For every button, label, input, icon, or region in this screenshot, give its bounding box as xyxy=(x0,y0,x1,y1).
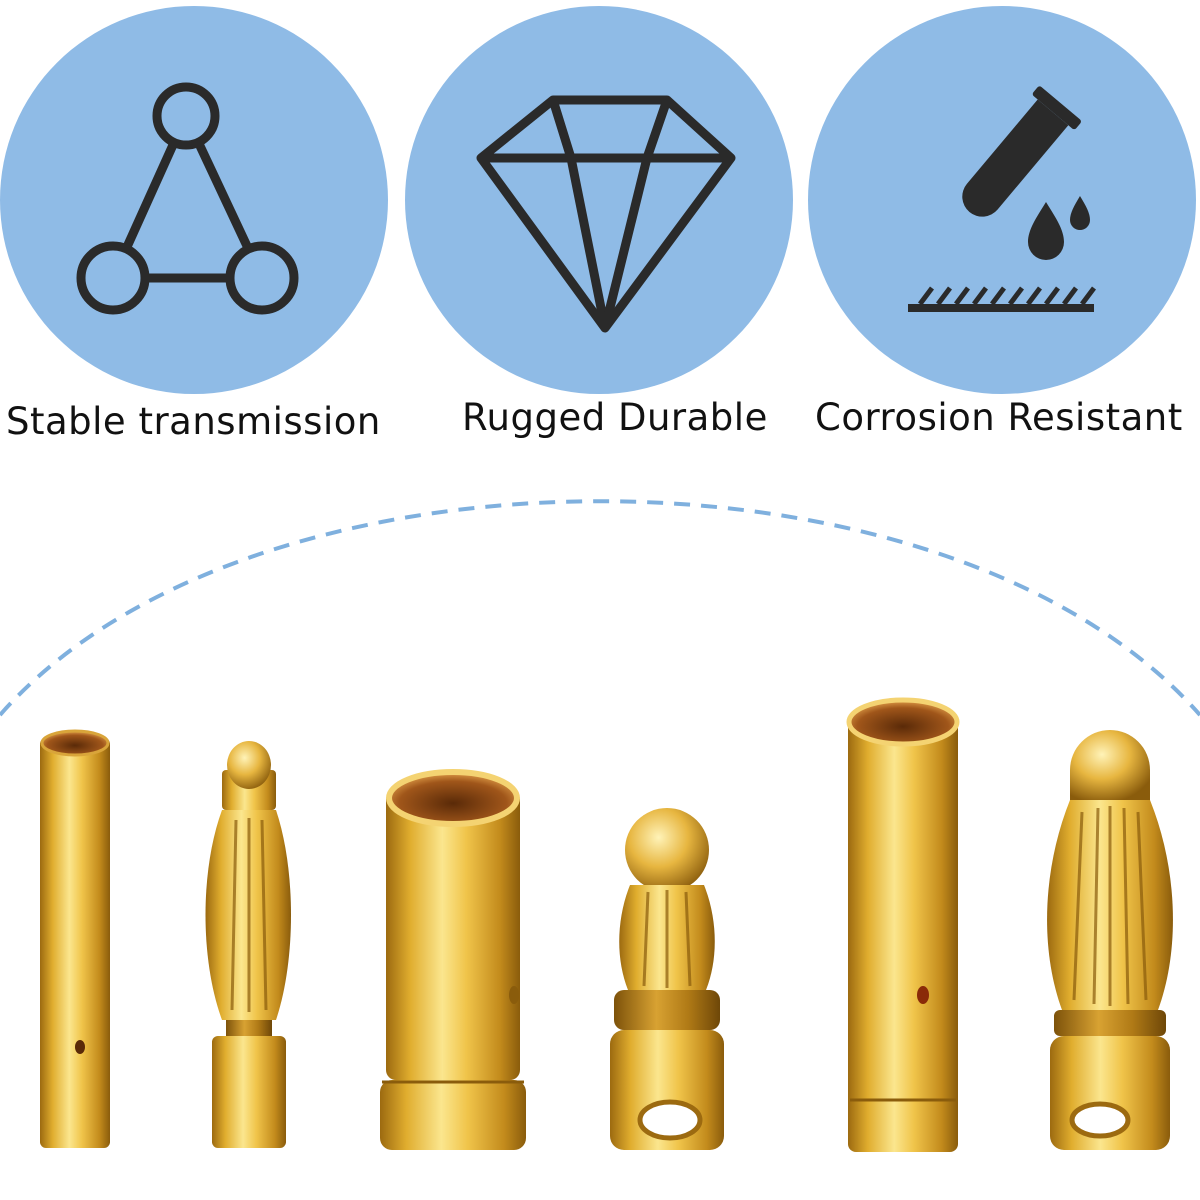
dashed-arc xyxy=(0,499,1200,717)
feature-label-corrosion: Corrosion Resistant xyxy=(815,396,1183,439)
feature-label-stable: Stable transmission xyxy=(6,400,381,443)
connector-female-small xyxy=(40,729,110,1148)
diamond-icon xyxy=(476,95,736,333)
feature-circle-corrosion xyxy=(808,6,1196,394)
network-triangle-icon xyxy=(76,82,299,315)
connector-female-large xyxy=(380,769,526,1150)
feature-circle-durable xyxy=(405,6,793,394)
connector-male-tall xyxy=(1047,730,1173,1150)
connector-male-large xyxy=(610,808,724,1150)
feature-label-durable: Rugged Durable xyxy=(462,396,768,439)
test-tube-drop-icon xyxy=(908,86,1096,312)
feature-circle-stable xyxy=(0,6,388,394)
connector-female-tall xyxy=(846,697,960,1152)
connector-male-small xyxy=(205,741,291,1148)
